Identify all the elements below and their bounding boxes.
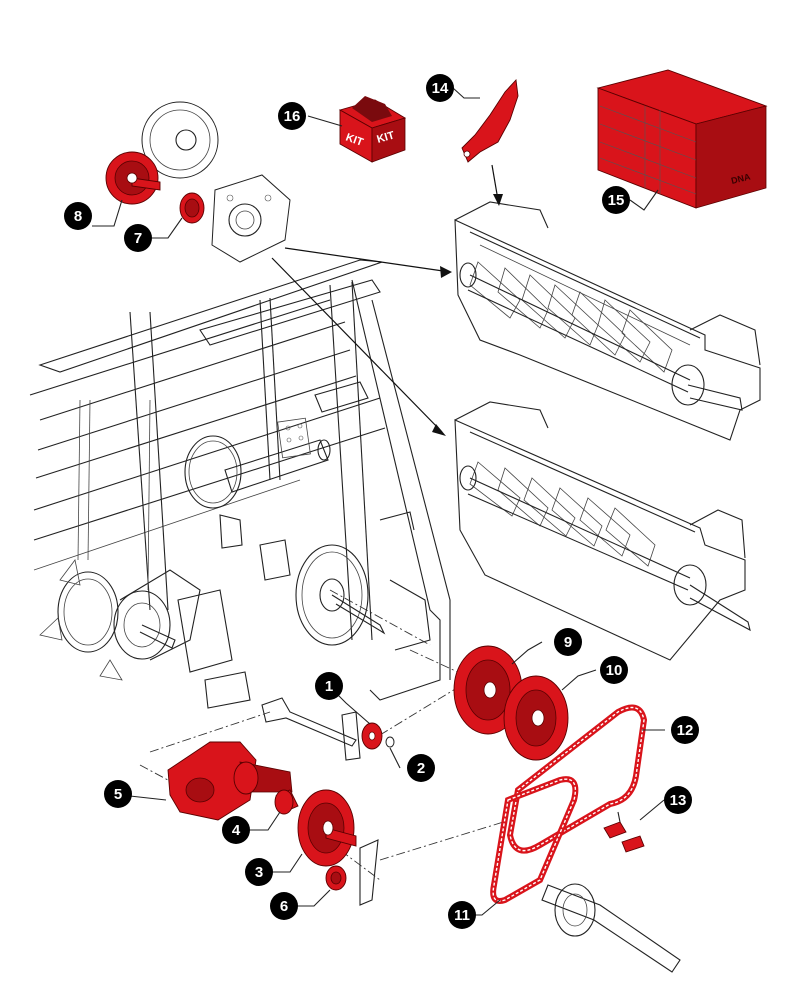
bearing-plate-outline xyxy=(211,174,291,263)
sprocket-part-8 xyxy=(105,151,161,205)
svg-text:4: 4 xyxy=(232,822,241,839)
sprocket-part-1 xyxy=(361,722,383,750)
svg-text:10: 10 xyxy=(606,662,623,679)
callout-badges: 1 2 3 4 5 6 7 8 9 10 11 12 13 14 15 16 xyxy=(64,74,699,929)
sprocket-part-3 xyxy=(297,789,357,867)
svg-text:14: 14 xyxy=(432,80,449,97)
svg-text:1: 1 xyxy=(325,678,333,695)
callout-6: 6 xyxy=(270,892,298,920)
svg-text:8: 8 xyxy=(74,208,82,225)
callout-12: 12 xyxy=(671,716,699,744)
bushing-part-4 xyxy=(274,789,299,815)
callout-11: 11 xyxy=(448,901,476,929)
callout-5: 5 xyxy=(104,780,132,808)
rotor-assembly-upper xyxy=(454,201,761,441)
svg-text:6: 6 xyxy=(280,898,288,915)
callout-16: 16 xyxy=(278,102,306,130)
kit-box-part-16: KIT KIT xyxy=(338,96,407,163)
svg-text:3: 3 xyxy=(255,864,263,881)
svg-text:9: 9 xyxy=(564,634,572,651)
callout-7: 7 xyxy=(124,224,152,252)
drive-shaft-lines xyxy=(261,697,681,973)
baler-frame-drawing xyxy=(29,259,451,709)
svg-text:7: 7 xyxy=(134,230,142,247)
gearbox-part-5 xyxy=(167,741,293,821)
callout-1: 1 xyxy=(315,672,343,700)
idler-sprocket-outline xyxy=(141,101,219,179)
callout-13: 13 xyxy=(664,786,692,814)
chain-part-12 xyxy=(506,704,648,854)
callout-15: 15 xyxy=(602,186,630,214)
nut-part-2 xyxy=(385,736,395,748)
connector-link-part-13 xyxy=(603,811,645,853)
callout-10: 10 xyxy=(600,656,628,684)
svg-text:16: 16 xyxy=(284,108,301,125)
svg-text:2: 2 xyxy=(417,760,425,777)
callout-4: 4 xyxy=(222,816,250,844)
chain-part-11 xyxy=(490,776,579,904)
crate-marking: DNA xyxy=(730,171,752,186)
svg-text:15: 15 xyxy=(608,192,625,209)
kit-box-label-left: KIT xyxy=(344,132,365,149)
kit-box-label-right: KIT xyxy=(376,129,397,145)
callout-3: 3 xyxy=(245,858,273,886)
svg-text:11: 11 xyxy=(454,907,470,924)
callout-8: 8 xyxy=(64,202,92,230)
crate-part-15: DNA xyxy=(596,69,768,209)
svg-text:13: 13 xyxy=(670,792,687,809)
svg-text:5: 5 xyxy=(114,786,122,803)
leader-arrows xyxy=(271,164,503,436)
svg-text:12: 12 xyxy=(677,722,694,739)
sprocket-part-10 xyxy=(503,675,569,761)
rotor-assembly-lower xyxy=(454,401,751,661)
bushing-part-7 xyxy=(179,192,205,224)
callout-9: 9 xyxy=(554,628,582,656)
shear-bar-part-14 xyxy=(461,78,519,163)
bushing-part-6 xyxy=(325,865,347,891)
callout-2: 2 xyxy=(407,754,435,782)
callout-14: 14 xyxy=(426,74,454,102)
